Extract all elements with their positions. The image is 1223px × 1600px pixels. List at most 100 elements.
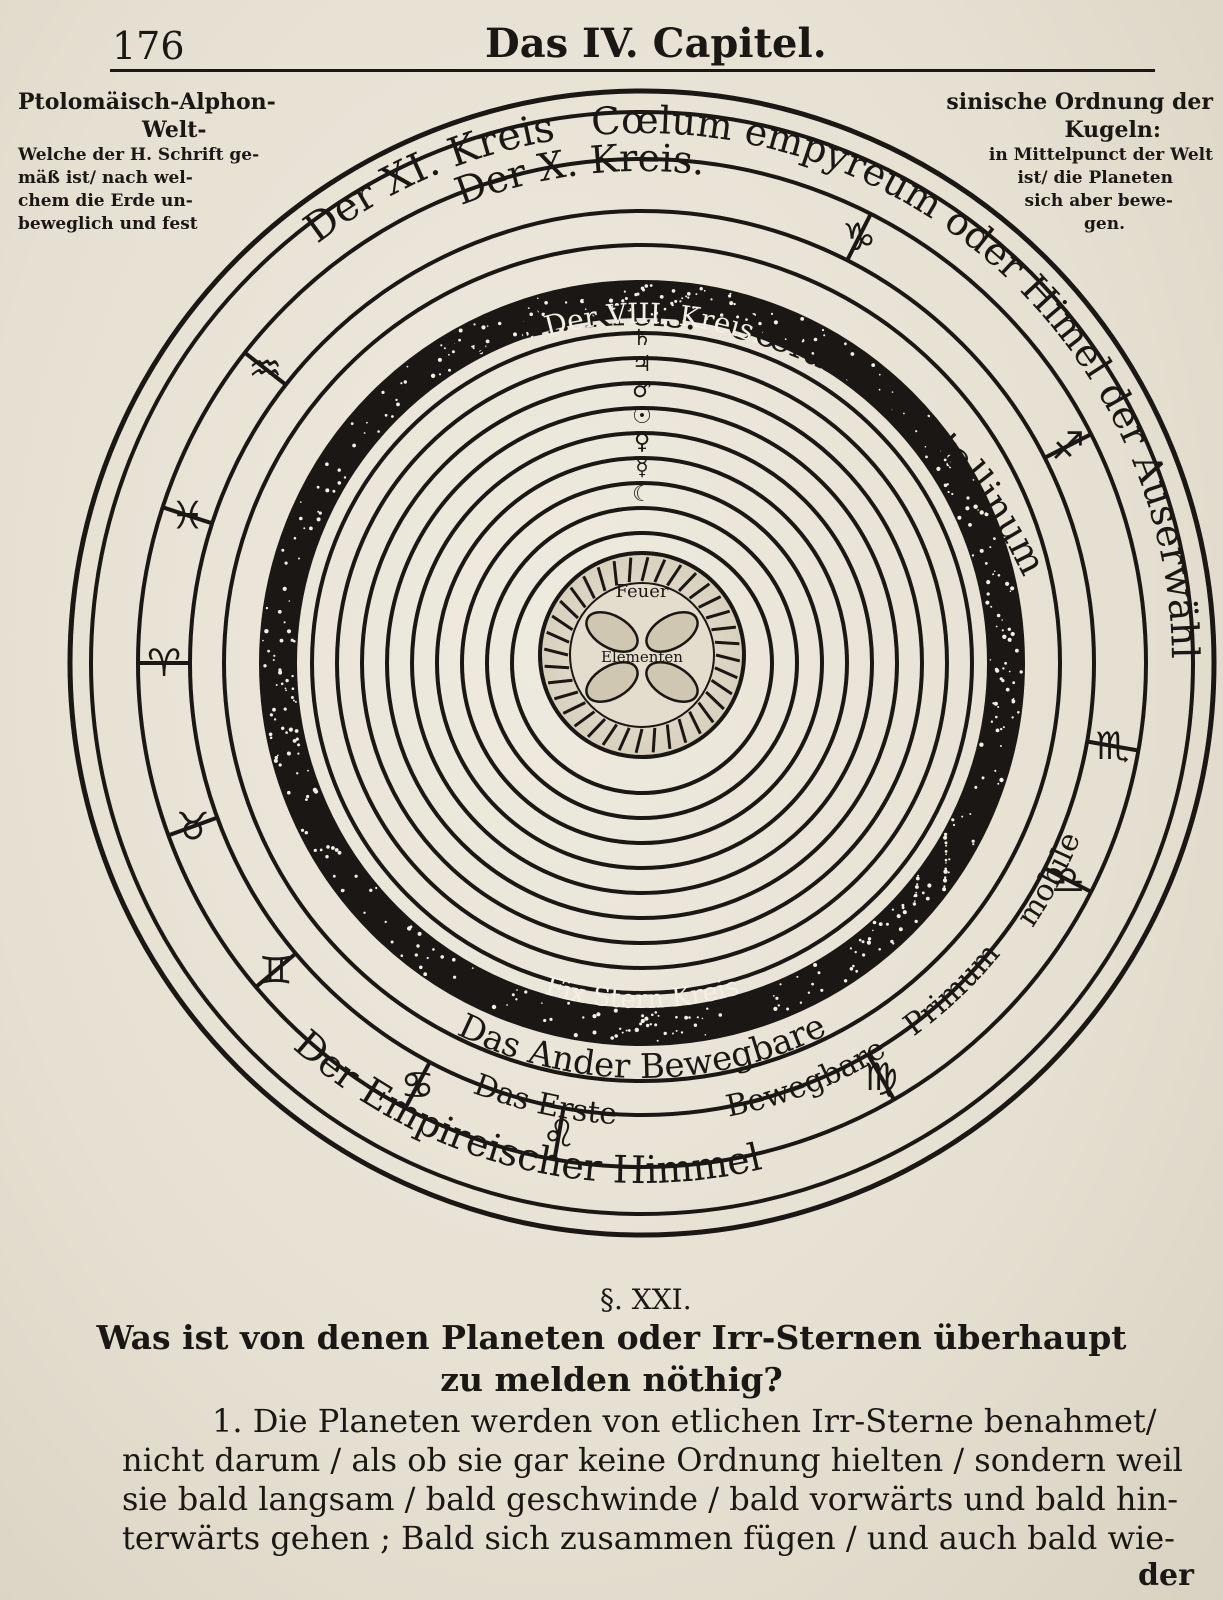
margin-left-title-2: Welt- <box>142 117 207 143</box>
star <box>891 391 894 393</box>
star <box>986 580 991 585</box>
star <box>979 548 984 553</box>
star <box>995 715 998 719</box>
star <box>951 454 954 457</box>
star <box>458 338 461 342</box>
star <box>396 402 400 407</box>
question-heading: Was ist von denen Planeten oder Irr-Ster… <box>96 1318 1127 1357</box>
star <box>644 284 649 288</box>
page-number: 176 <box>112 24 185 68</box>
star <box>819 356 822 359</box>
star <box>331 846 335 850</box>
star <box>407 926 412 931</box>
star <box>885 922 889 926</box>
star <box>325 855 329 859</box>
star <box>636 292 640 296</box>
star <box>613 1008 618 1013</box>
zodiac-symbol: ♐ <box>1051 424 1085 468</box>
star <box>890 939 894 944</box>
star <box>1015 648 1019 653</box>
zodiac-symbol: ♑ <box>842 215 876 259</box>
star <box>294 700 297 703</box>
star <box>654 1011 658 1014</box>
star <box>288 600 291 602</box>
star <box>340 888 345 893</box>
star <box>1011 716 1014 719</box>
star <box>901 903 905 907</box>
star <box>440 344 443 347</box>
star <box>300 828 305 832</box>
star <box>263 664 267 668</box>
star <box>681 297 684 300</box>
star <box>947 871 950 874</box>
star <box>965 506 970 511</box>
star <box>952 823 956 827</box>
star <box>645 1023 650 1028</box>
star <box>400 954 404 957</box>
star <box>511 993 515 997</box>
zodiac-symbol: ♉ <box>176 805 210 849</box>
star <box>1002 634 1007 639</box>
star <box>729 292 732 295</box>
star <box>981 776 985 780</box>
star <box>872 920 877 925</box>
star <box>849 967 854 971</box>
flame-ray <box>582 575 596 599</box>
star <box>986 592 990 596</box>
star <box>871 363 876 367</box>
star <box>728 294 732 298</box>
star <box>375 886 378 890</box>
star <box>820 988 824 992</box>
flame-ray <box>688 582 711 600</box>
star <box>313 789 319 794</box>
star <box>902 910 907 915</box>
flame-ray <box>586 718 607 738</box>
star <box>862 953 866 957</box>
star <box>701 1017 704 1020</box>
star <box>414 953 418 957</box>
star <box>892 942 895 945</box>
star <box>946 462 951 467</box>
flame-ray <box>553 690 579 701</box>
flame-ray <box>688 711 702 735</box>
star <box>866 940 872 945</box>
star <box>452 957 456 962</box>
star <box>861 940 865 944</box>
star <box>299 516 303 521</box>
star <box>878 948 881 951</box>
star <box>527 307 530 309</box>
star <box>448 368 451 372</box>
star <box>513 332 517 337</box>
star <box>799 1001 803 1004</box>
star <box>296 772 299 775</box>
star <box>317 510 320 513</box>
star <box>611 305 616 310</box>
star <box>823 334 826 337</box>
flame-ray <box>601 723 618 746</box>
star <box>627 307 632 312</box>
flame-ray <box>677 572 698 592</box>
star <box>772 995 775 997</box>
star <box>304 831 308 835</box>
star <box>688 1016 691 1019</box>
star <box>800 317 805 321</box>
zodiac-symbol: ♈ <box>147 641 181 685</box>
star <box>1009 590 1012 593</box>
star <box>283 707 287 711</box>
star <box>651 1013 654 1017</box>
star <box>685 295 688 298</box>
star <box>473 323 476 326</box>
star <box>945 853 947 856</box>
star <box>309 526 313 531</box>
margin-left-line: chem die Erde un- <box>18 191 193 211</box>
flame-ray <box>715 653 741 663</box>
star <box>262 639 264 642</box>
star <box>298 557 300 560</box>
star <box>295 737 299 741</box>
zodiac-symbol: ♎ <box>1051 858 1085 902</box>
star <box>942 878 948 883</box>
star <box>1010 587 1013 590</box>
star <box>949 466 952 469</box>
star <box>915 891 918 894</box>
